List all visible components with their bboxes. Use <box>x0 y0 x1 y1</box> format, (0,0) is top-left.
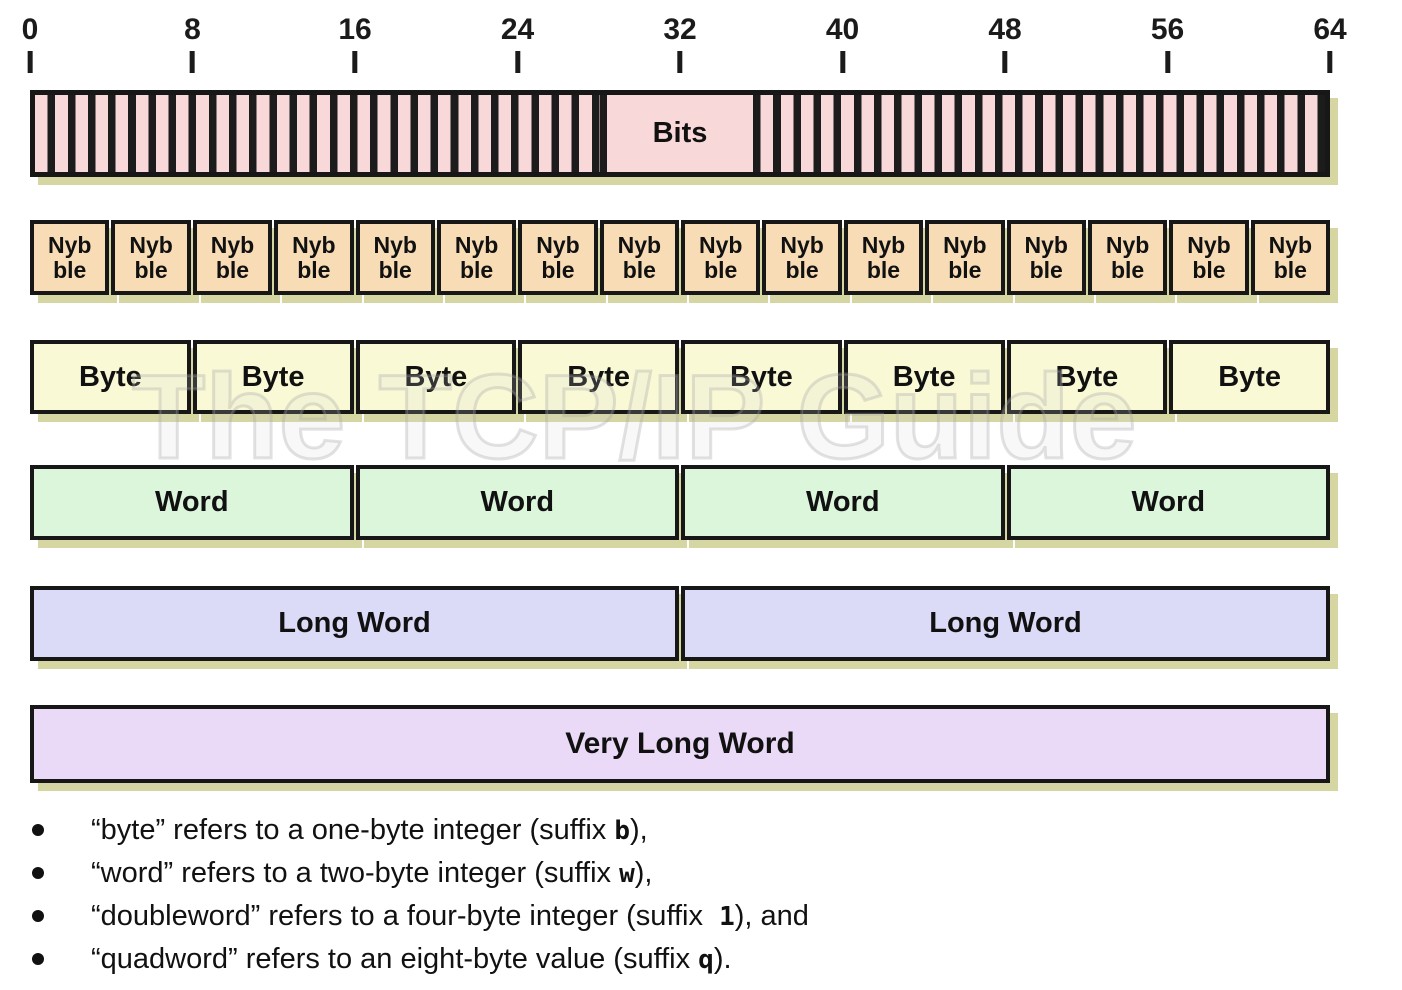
nybble-cell: Nyb ble <box>436 220 517 295</box>
note-text: “word” refers to a two-byte integer (suf… <box>91 855 652 892</box>
ruler-tick <box>1002 51 1008 73</box>
word-cell: Word <box>681 465 1005 540</box>
word-cell: Word <box>355 465 679 540</box>
ruler-mark-40: 40 <box>826 14 859 73</box>
bullet-icon <box>32 953 44 965</box>
nybble-cell: Nyb ble <box>843 220 924 295</box>
nybble-cell: Nyb ble <box>762 220 842 295</box>
note-text: “byte” refers to a one-byte integer (suf… <box>91 812 648 849</box>
ruler-mark-16: 16 <box>338 13 372 73</box>
nybble-cell: Nyb ble <box>1250 220 1330 295</box>
ruler-tick <box>677 51 683 73</box>
ruler-label: 0 <box>21 13 39 46</box>
note-before: “word” refers to a two-byte integer (suf… <box>91 857 620 889</box>
nybble-cell: Nyb ble <box>111 220 191 295</box>
byte-cell: Byte <box>30 340 191 414</box>
bullet-icon <box>32 824 44 836</box>
notes-list: “byte” refers to a one-byte integer (suf… <box>32 812 809 984</box>
ruler-label: 40 <box>825 13 860 46</box>
note-before: “doubleword” refers to a four-byte integ… <box>91 900 720 932</box>
ruler-label: 64 <box>1313 13 1347 46</box>
ruler-label: 16 <box>338 13 372 46</box>
long-word-cell: Long Word <box>30 586 679 661</box>
ruler-mark-24: 24 <box>501 14 534 73</box>
note-after: ), <box>629 814 648 846</box>
nybble-row: Nyb ble Nyb ble Nyb ble Nyb ble Nyb ble … <box>30 220 1330 295</box>
nybble-cell: Nyb ble <box>1169 220 1249 295</box>
byte-row: Byte Byte Byte Byte Byte Byte Byte Byte <box>30 340 1330 414</box>
note-text: “quadword” refers to an eight-byte value… <box>91 941 732 978</box>
bullet-icon <box>32 910 44 922</box>
note-byte: “byte” refers to a one-byte integer (suf… <box>32 812 809 848</box>
ruler-tick <box>515 51 520 73</box>
nybble-cell: Nyb ble <box>30 220 110 295</box>
bits-label: Bits <box>600 95 760 172</box>
ruler-tick <box>1327 51 1333 73</box>
nybble-cell: Nyb ble <box>681 220 761 295</box>
ruler-mark-32: 32 <box>663 13 697 73</box>
note-before: “quadword” refers to an eight-byte value… <box>91 943 699 975</box>
ruler-label: 48 <box>988 13 1022 46</box>
ruler-mark-64: 64 <box>1313 13 1347 73</box>
byte-cell: Byte <box>1169 340 1330 414</box>
nybble-cell: Nyb ble <box>1006 220 1086 295</box>
note-doubleword: “doubleword” refers to a four-byte integ… <box>32 898 809 934</box>
ruler-mark-56: 56 <box>1151 14 1184 73</box>
byte-cell: Byte <box>1006 340 1168 414</box>
ruler-mark-8: 8 <box>184 14 201 73</box>
nybble-cell: Nyb ble <box>274 220 354 295</box>
ruler-tick <box>27 51 33 73</box>
ruler-tick <box>840 51 845 73</box>
long-word-row: Long Word Long Word <box>30 586 1330 661</box>
suffix-code: w <box>619 859 635 889</box>
ruler-tick <box>190 51 195 73</box>
note-text: “doubleword” refers to a four-byte integ… <box>91 898 809 935</box>
note-after: ). <box>713 943 732 975</box>
ruler-mark-48: 48 <box>988 13 1022 73</box>
ruler-label: 32 <box>663 13 697 46</box>
nybble-cell: Nyb ble <box>518 220 598 295</box>
long-word-cell: Long Word <box>681 586 1330 661</box>
bit-ruler: 0 8 16 24 32 40 48 56 64 <box>22 13 1347 80</box>
nybble-cell: Nyb ble <box>599 220 679 295</box>
bullet-icon <box>32 867 44 879</box>
very-long-word-row: Very Long Word <box>30 705 1330 783</box>
note-before: “byte” refers to a one-byte integer (suf… <box>91 814 615 846</box>
word-cell: Word <box>30 465 354 540</box>
byte-cell: Byte <box>355 340 517 414</box>
suffix-code: b <box>614 816 630 846</box>
bits-row: Bits <box>30 90 1330 177</box>
note-word: “word” refers to a two-byte integer (suf… <box>32 855 809 891</box>
byte-cell: Byte <box>518 340 679 414</box>
suffix-code: 1 <box>719 902 735 932</box>
word-row: Word Word Word Word <box>30 465 1330 540</box>
ruler-tick <box>352 51 358 73</box>
ruler-tick <box>1165 51 1170 73</box>
nybble-cell: Nyb ble <box>925 220 1005 295</box>
nybble-cell: Nyb ble <box>355 220 435 295</box>
ruler-label: 8 <box>184 13 201 46</box>
suffix-code: q <box>698 945 714 975</box>
ruler-label: 56 <box>1150 13 1185 46</box>
byte-cell: Byte <box>192 340 354 414</box>
word-cell: Word <box>1006 465 1330 540</box>
note-quadword: “quadword” refers to an eight-byte value… <box>32 941 809 977</box>
nybble-cell: Nyb ble <box>1087 220 1168 295</box>
ruler-label: 24 <box>500 13 535 46</box>
nybble-cell: Nyb ble <box>192 220 273 295</box>
very-long-word-cell: Very Long Word <box>30 705 1330 783</box>
note-after: ), and <box>734 900 809 932</box>
ruler-mark-0: 0 <box>21 13 39 73</box>
note-after: ), <box>634 857 653 889</box>
byte-cell: Byte <box>681 340 842 414</box>
byte-cell: Byte <box>843 340 1005 414</box>
